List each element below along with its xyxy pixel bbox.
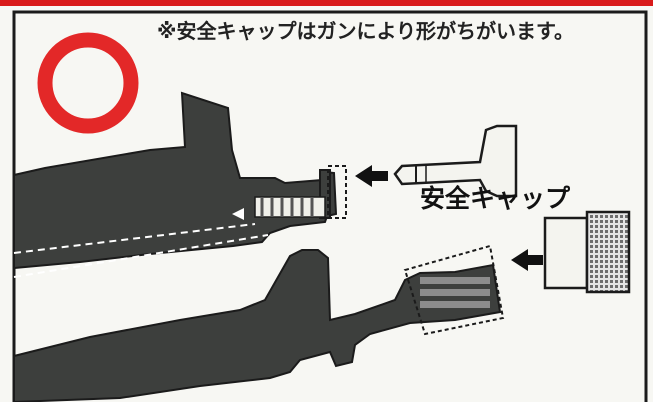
ok-circle-icon (37, 32, 139, 134)
lower-nozzle-slot-2 (420, 289, 490, 296)
safety-cap-pin (393, 124, 518, 198)
bore-marker (232, 208, 244, 220)
shape-note: ※安全キャップはガンにより形がちがいます。 (157, 19, 575, 43)
lower-nozzle-slot-3 (420, 301, 490, 308)
muzzle-dashed-outline (327, 165, 347, 219)
header-banner (0, 0, 653, 6)
gun-bore-thread (260, 197, 314, 217)
safety-cap-cup (543, 210, 631, 294)
barrel-dash-line-top (13, 223, 256, 254)
lower-nozzle-slot-1 (420, 277, 490, 284)
arrow-left-icon (355, 165, 388, 187)
gun-lower-body (13, 249, 502, 402)
arrow-left-icon (511, 249, 543, 271)
gun-muzzle-bore (254, 196, 326, 218)
lower-nozzle-dashed-outline (403, 244, 505, 336)
barrel-dash-line-bottom (13, 234, 269, 278)
safety-cap-label: 安全キャップ (420, 184, 571, 213)
gun-muzzle-collar (319, 169, 331, 219)
